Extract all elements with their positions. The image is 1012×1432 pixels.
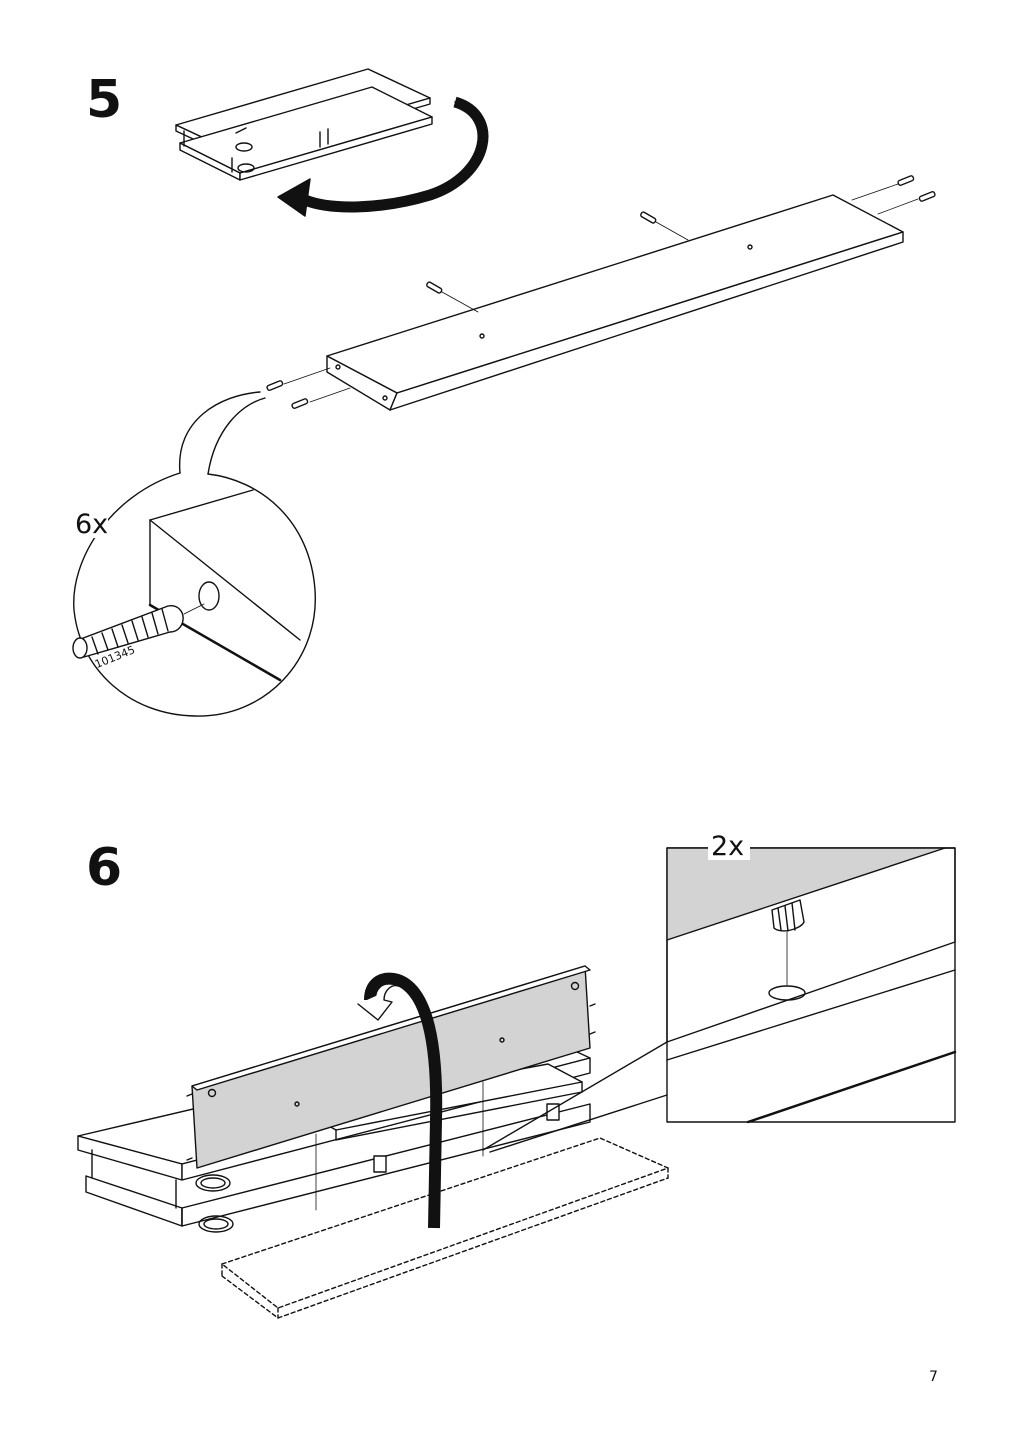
detail-quantity-label: 2x — [708, 833, 751, 860]
small-unit-illustration — [175, 68, 433, 181]
assembly-illustration — [77, 965, 669, 1319]
flip-arrow-icon — [357, 972, 443, 1229]
dowel-icon — [266, 175, 936, 409]
long-board-illustration — [326, 194, 904, 411]
step-6-number: 6 — [86, 838, 123, 898]
page-number: 7 — [929, 1369, 938, 1385]
step-5-number: 5 — [86, 70, 123, 130]
dowel-quantity-label: 6x — [75, 509, 109, 540]
dowel-detail-callout — [72, 391, 316, 717]
detail-box — [482, 847, 957, 1153]
rotate-arrow-icon — [277, 96, 489, 217]
